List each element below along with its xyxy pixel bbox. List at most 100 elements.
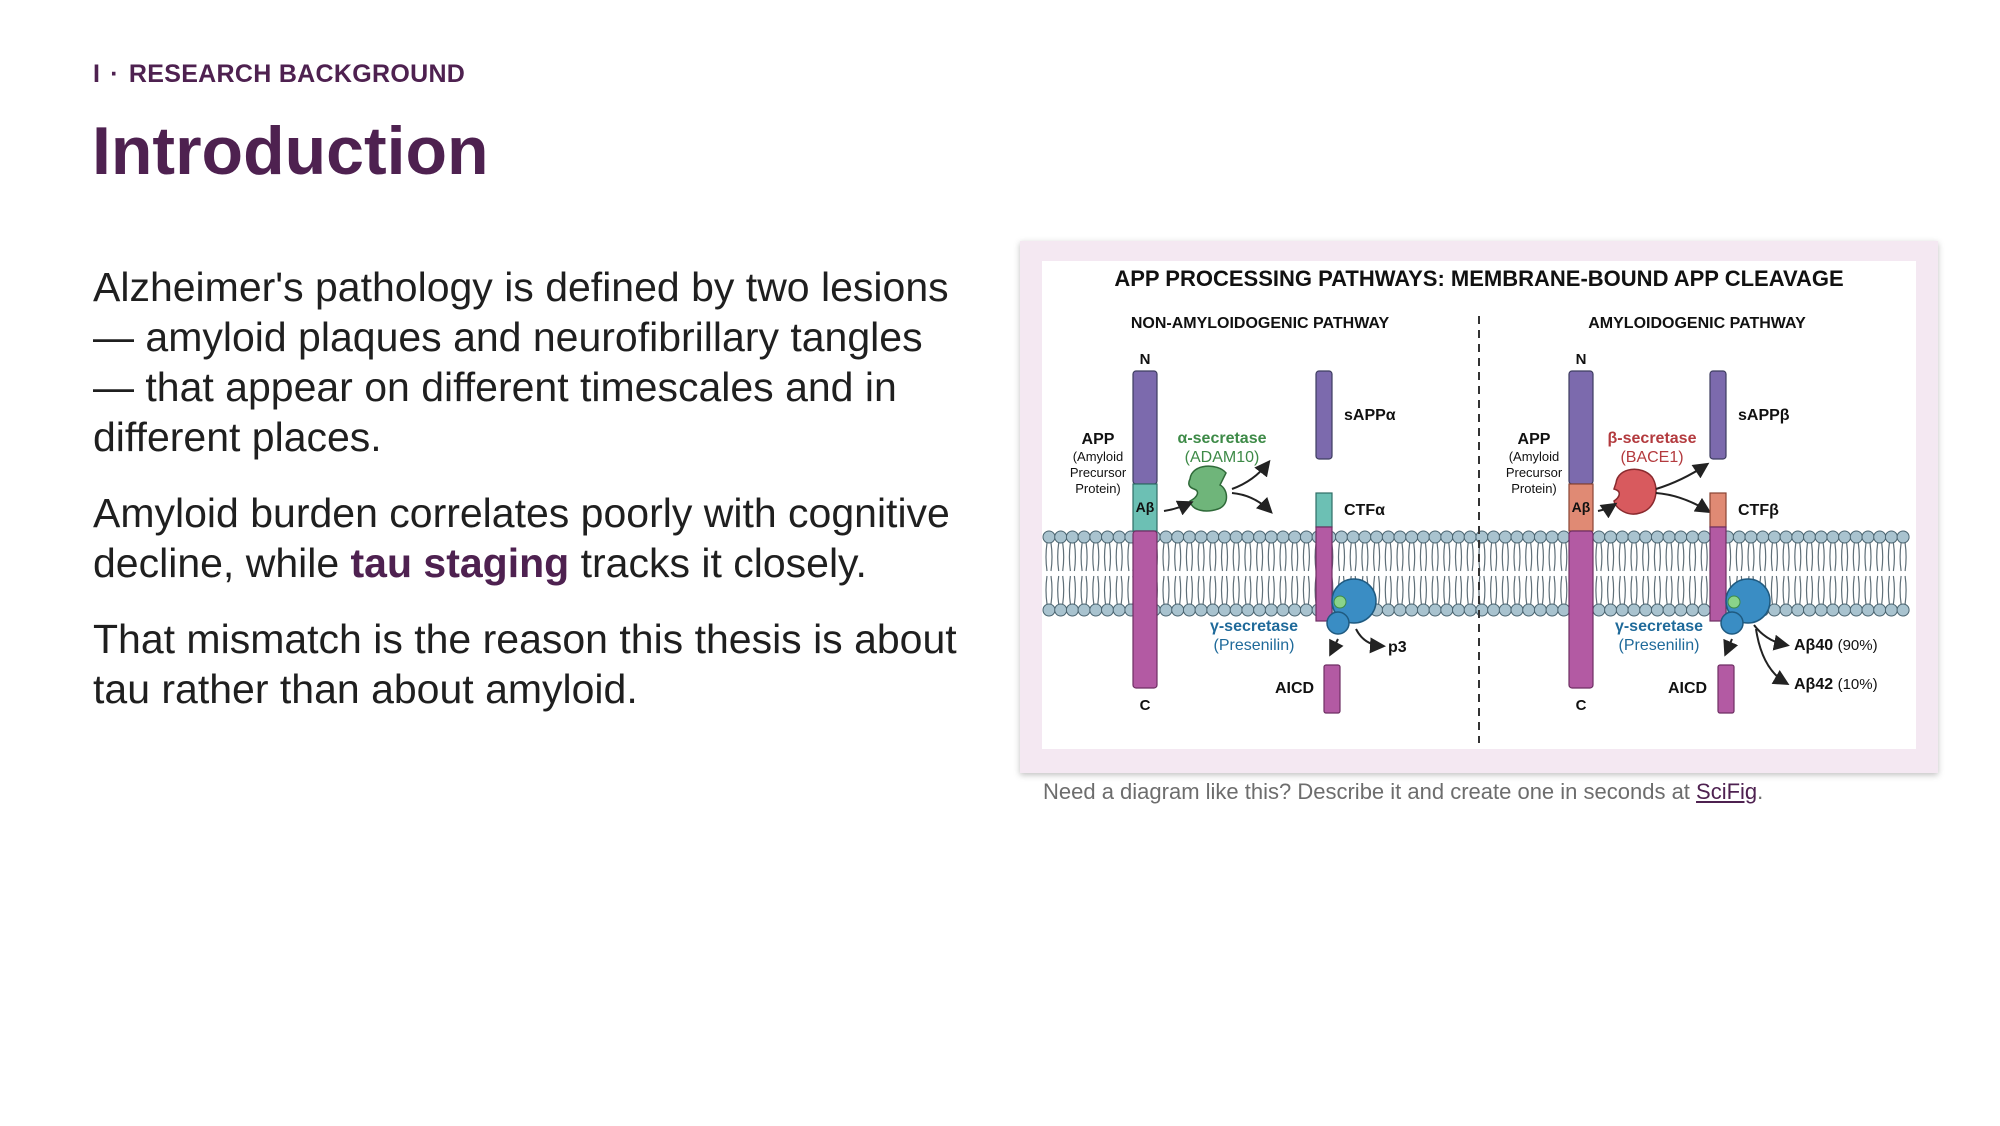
lipid-tail — [1887, 575, 1890, 605]
lipid-tail — [1197, 575, 1200, 605]
lipid-tail — [1513, 542, 1516, 572]
lipid-tail — [1705, 542, 1708, 572]
kicker-separator: · — [110, 60, 119, 88]
right-abeta-segment — [1568, 483, 1594, 532]
right-ctf-arrow — [1655, 492, 1712, 514]
left-aicd-fragment — [1323, 664, 1341, 714]
lipid-tail — [1471, 575, 1474, 605]
lipid-tail — [1080, 575, 1083, 605]
lipid-tail — [1548, 575, 1551, 605]
lipid-head — [1253, 603, 1267, 617]
lipid-head — [1604, 603, 1618, 617]
right-gamma-label: γ-secretase — [1615, 618, 1703, 635]
lipid-head — [1405, 530, 1419, 544]
lipid-tail — [1635, 575, 1638, 605]
lipid-tail — [1459, 542, 1463, 572]
lipid-tail — [1045, 575, 1048, 605]
lipid-tail — [1366, 542, 1369, 572]
lipid-head — [1381, 603, 1395, 617]
left-app-to-secretase-arrow — [1163, 500, 1194, 516]
lipid-tail — [1097, 575, 1100, 605]
left-app-label: APP — [1082, 431, 1115, 448]
lipid-head — [1171, 530, 1185, 544]
lipid-tail — [1630, 542, 1633, 572]
lipid-tail — [1612, 542, 1615, 572]
lipid-head — [1522, 603, 1536, 617]
lipid-head — [1440, 530, 1454, 544]
lipid-tail — [1080, 542, 1083, 572]
lipid-tail — [1665, 542, 1668, 572]
lipid-head — [1615, 603, 1629, 617]
lipid-head — [1697, 530, 1711, 544]
lipid-tail — [1693, 542, 1697, 572]
lipid-head — [1206, 603, 1220, 617]
lipid-tail — [1459, 575, 1463, 605]
lipid-tail — [1115, 542, 1118, 572]
lipid-tail — [1431, 542, 1434, 572]
lipid-tail — [1120, 542, 1123, 572]
tau-staging-emphasis: tau staging — [350, 540, 570, 586]
app-processing-diagram: APP PROCESSING PATHWAYS: MEMBRANE-BOUND … — [1042, 266, 1910, 743]
lipid-tail — [1127, 542, 1130, 572]
right-abeta-label: Aβ — [1572, 499, 1591, 515]
lipid-tail — [1810, 542, 1814, 572]
lipid-head — [1112, 530, 1126, 544]
lipid-tail — [1501, 542, 1504, 572]
lipid-head — [1674, 603, 1688, 617]
lipid-tail — [1735, 542, 1738, 572]
lipid-head — [1416, 603, 1430, 617]
lipid-tail — [1787, 575, 1790, 605]
lipid-head — [1627, 603, 1641, 617]
lipid-tail — [1361, 542, 1364, 572]
lipid-tail — [1623, 575, 1626, 605]
lipid-tail — [1237, 542, 1240, 572]
sbeta-label: sAPPβ — [1738, 407, 1790, 424]
lipid-head — [1545, 603, 1559, 617]
lipid-tail — [1443, 542, 1446, 572]
lipid-tail — [1899, 542, 1902, 572]
lipid-tail — [1431, 575, 1434, 605]
lipid-tail — [1115, 575, 1118, 605]
lipid-tail — [1729, 542, 1732, 572]
lipid-tail — [1841, 542, 1844, 572]
lipid-tail — [1249, 542, 1252, 572]
scifig-link[interactable]: SciFig — [1696, 779, 1758, 804]
lipid-tail — [1810, 575, 1814, 605]
lipid-head — [1358, 530, 1372, 544]
lipid-tail — [1857, 575, 1860, 605]
lipid-tail — [1284, 542, 1287, 572]
lipid-tail — [1097, 542, 1100, 572]
lipid-tail — [1595, 575, 1598, 605]
lipid-head — [1264, 603, 1278, 617]
lipid-head — [1241, 603, 1255, 617]
right-n-label: N — [1576, 351, 1587, 368]
lipid-head — [1405, 603, 1419, 617]
lipid-tail — [1852, 575, 1855, 605]
lipid-tail — [1805, 542, 1809, 572]
lipid-head — [1194, 603, 1208, 617]
lipid-tail — [1700, 575, 1703, 605]
lipid-tail — [1202, 575, 1205, 605]
lipid-tail — [1904, 542, 1907, 572]
left-panel-non-amyloidogenic: NON-AMYLOIDOGENIC PATHWAY N Aβ C APP (Am… — [1070, 315, 1407, 714]
lipid-head — [1510, 530, 1524, 544]
lipid-tail — [1419, 542, 1422, 572]
right-gamma-name: (Presenilin) — [1619, 637, 1700, 654]
lipid-tail — [1688, 575, 1692, 605]
lipid-head — [1826, 530, 1840, 544]
left-c-label: C — [1140, 697, 1151, 714]
lipid-tail — [1560, 575, 1563, 605]
paragraph-3: That mismatch is the reason this thesis … — [93, 616, 957, 712]
lipid-tail — [1244, 575, 1247, 605]
lipid-tail — [1389, 542, 1392, 572]
lipid-tail — [1307, 575, 1310, 605]
lipid-tail — [1881, 575, 1884, 605]
lipid-head — [1604, 530, 1618, 544]
lipid-tail — [1518, 575, 1521, 605]
lipid-tail — [1471, 542, 1474, 572]
lipid-tail — [1378, 542, 1381, 572]
lipid-head — [1662, 603, 1676, 617]
right-aicd-arrow — [1723, 638, 1739, 657]
lipid-head — [1557, 530, 1571, 544]
left-gamma-secretase-shape — [1326, 578, 1377, 635]
